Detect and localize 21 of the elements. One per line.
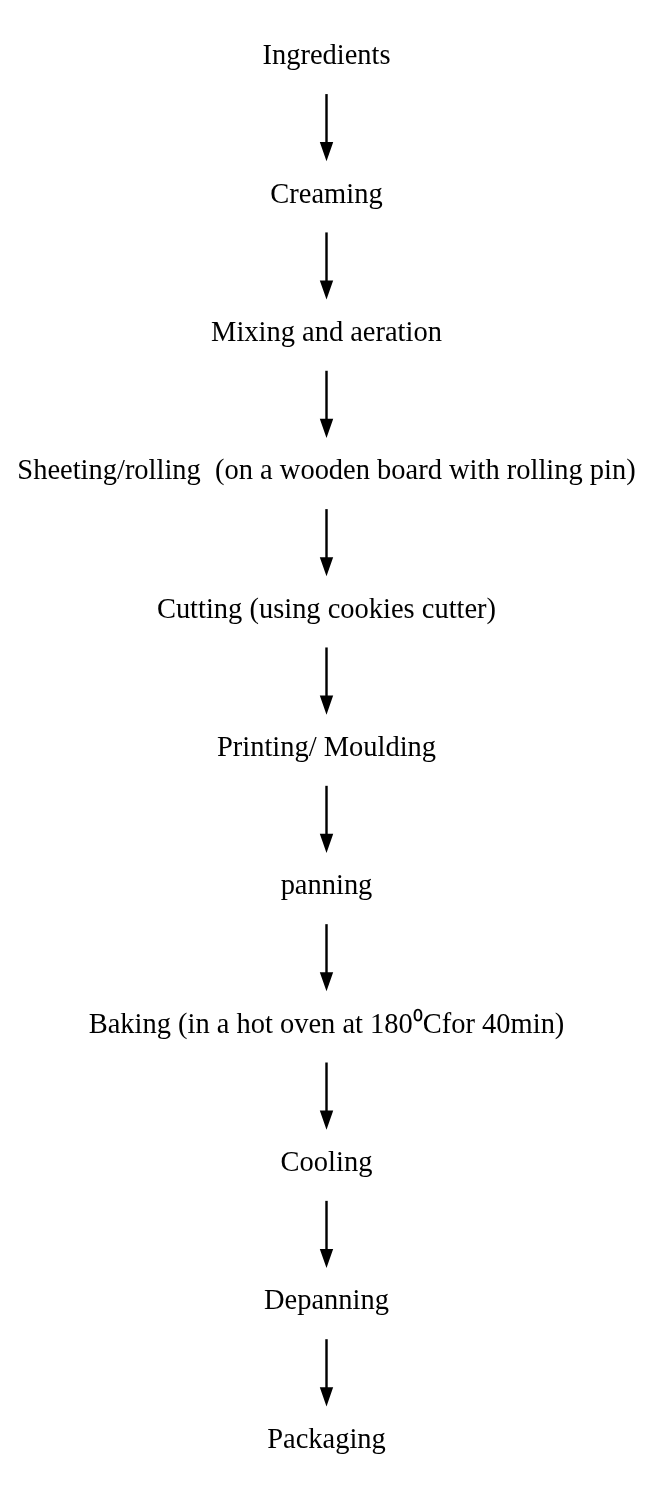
node-text: Baking (in a hot oven at 180⁰Cfor 40min): [88, 1007, 565, 1039]
node-text: Printing/ Moulding: [216, 730, 437, 762]
node-text: Cutting (using cookies cutter): [156, 592, 497, 624]
node-text: Creaming: [270, 177, 383, 209]
node-text: Cooling: [280, 1145, 373, 1177]
arrow: [319, 1200, 334, 1268]
node-text: Sheeting/rolling (on a wooden board with rolling pin): [17, 453, 636, 485]
arrow: [319, 370, 334, 438]
node-text: panning: [280, 868, 373, 900]
node-text: Mixing and aeration: [211, 315, 442, 347]
node-text: Packaging: [267, 1422, 386, 1454]
node-text: Depanning: [264, 1283, 389, 1315]
arrow: [319, 646, 334, 715]
arrow: [319, 1062, 334, 1130]
arrow: [319, 785, 334, 853]
arrow: [319, 231, 334, 300]
arrow: [319, 1338, 334, 1406]
arrow: [319, 93, 334, 161]
arrow: [319, 923, 334, 991]
node-text: Ingredients: [262, 38, 391, 70]
arrow: [319, 508, 334, 576]
